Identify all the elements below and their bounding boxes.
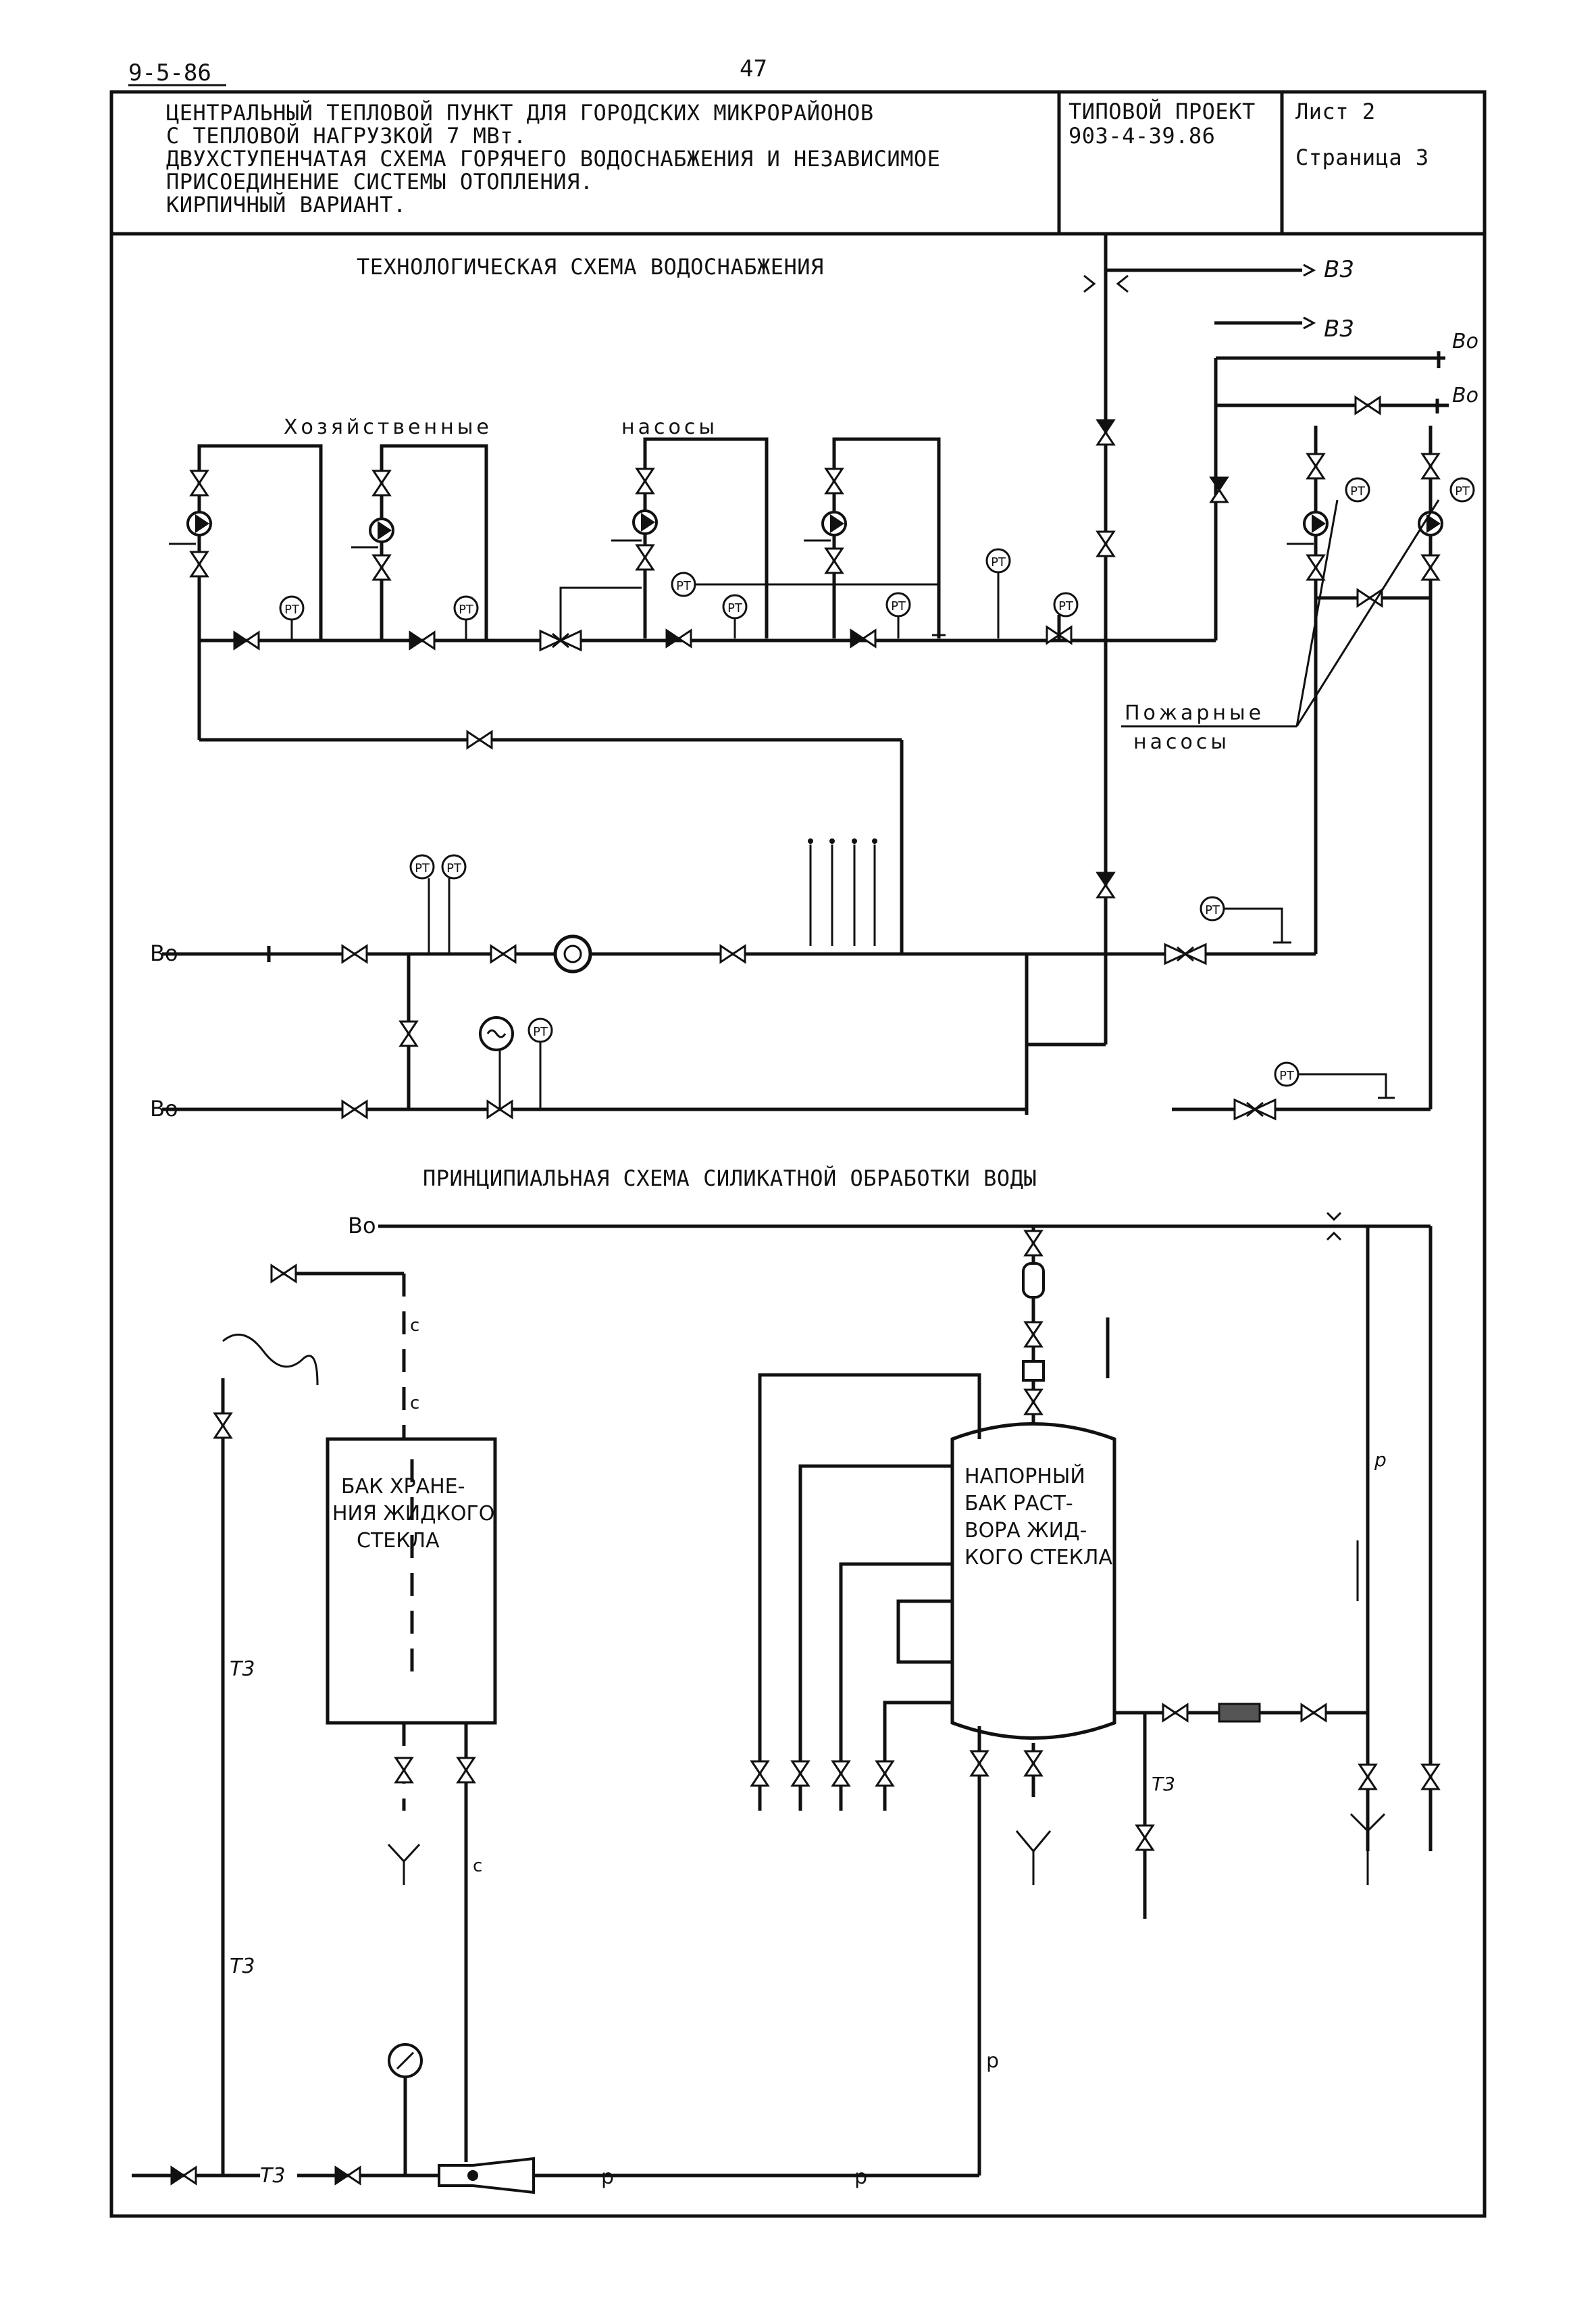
diagram1-title: ТЕХНОЛОГИЧЕСКАЯ СХЕМА ВОДОСНАБЖЕНИЯ bbox=[357, 254, 824, 280]
pressure-tank-line-2: БАК РАСТ- bbox=[964, 1492, 1073, 1515]
bo-top-label: Во bbox=[348, 1213, 376, 1238]
diagram1-water-supply-scheme: В3 В3 Во Во bbox=[150, 234, 1478, 1122]
title-line-2: С ТЕПЛОВОЙ НАГРУЗКОЙ 7 МВт. bbox=[166, 123, 527, 149]
diagram2-silicate-scheme: Во БАК ХРАНЕ- НИЯ ЖИДКОГО СТЕКЛА Т3 Т3 Т… bbox=[132, 1211, 1440, 2194]
sheet-label: Лист 2 bbox=[1295, 99, 1376, 124]
project-number: 903-4-39.86 bbox=[1069, 123, 1216, 149]
p-label-4: р bbox=[1374, 1449, 1387, 1471]
storage-tank-line-3: СТЕКЛА bbox=[357, 1529, 440, 1553]
c-label-2: с bbox=[410, 1393, 419, 1413]
t3-label-4: Т3 bbox=[1152, 1773, 1175, 1795]
bo-right-1: Во bbox=[1452, 330, 1478, 353]
label-fire-pumps-1: Пожарные bbox=[1125, 701, 1264, 725]
title-line-5: КИРПИЧНЫЙ ВАРИАНТ. bbox=[166, 192, 407, 218]
title-line-4: ПРИСОЕДИНЕНИЕ СИСТЕМЫ ОТОПЛЕНИЯ. bbox=[166, 169, 594, 195]
t3-label-3: Т3 bbox=[260, 2164, 285, 2188]
p-label-3: р bbox=[986, 2049, 999, 2073]
page-code: 9-5-86 bbox=[128, 59, 211, 86]
page-label: Страница 3 bbox=[1295, 145, 1429, 170]
page-number: 47 bbox=[740, 55, 767, 82]
t3-label-1: Т3 bbox=[230, 1657, 255, 1681]
p-label-2: р bbox=[854, 2165, 867, 2189]
storage-tank bbox=[326, 1437, 497, 1725]
sheet-frame bbox=[109, 90, 1487, 2218]
bo-left-1: Во bbox=[150, 940, 178, 966]
pressure-tank bbox=[950, 1422, 1116, 1740]
storage-tank-line-2: НИЯ ЖИДКОГО bbox=[332, 1502, 494, 1526]
b3-label-top: В3 bbox=[1324, 256, 1354, 283]
p-label-1: р bbox=[601, 2165, 614, 2189]
title-line-3: ДВУХСТУПЕНЧАТАЯ СХЕМА ГОРЯЧЕГО ВОДОСНАБЖ… bbox=[166, 146, 941, 172]
diagram2-title: ПРИНЦИПИАЛЬНАЯ СХЕМА СИЛИКАТНОЙ ОБРАБОТК… bbox=[423, 1165, 1037, 1191]
project-label: ТИПОВОЙ ПРОЕКТ bbox=[1069, 99, 1256, 124]
c-label-1: с bbox=[410, 1315, 419, 1336]
label-pumps: насосы bbox=[621, 416, 718, 439]
b3-label-second: В3 bbox=[1324, 316, 1354, 343]
pressure-tank-line-3: ВОРА ЖИД- bbox=[964, 1519, 1087, 1542]
storage-tank-line-1: БАК ХРАНЕ- bbox=[341, 1475, 465, 1499]
c-label-3: с bbox=[473, 1856, 482, 1876]
label-household: Хозяйственные bbox=[284, 416, 492, 439]
title-line-1: ЦЕНТРАЛЬНЫЙ ТЕПЛОВОЙ ПУНКТ ДЛЯ ГОРОДСКИХ… bbox=[166, 100, 874, 126]
pressure-tank-line-4: КОГО СТЕКЛА bbox=[964, 1546, 1112, 1569]
bo-right-2: Во bbox=[1452, 384, 1478, 407]
t3-label-2: Т3 bbox=[230, 1955, 255, 1978]
pressure-tank-line-1: НАПОРНЫЙ bbox=[964, 1464, 1085, 1488]
label-fire-pumps-2: насосы bbox=[1133, 730, 1230, 754]
